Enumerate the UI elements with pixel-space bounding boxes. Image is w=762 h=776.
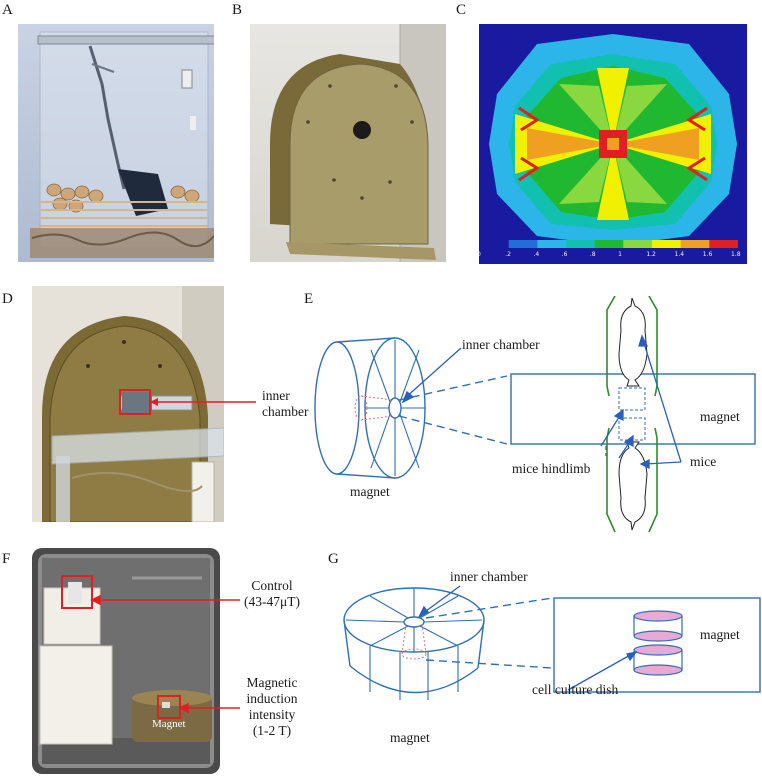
device-with-chamber-photo xyxy=(32,286,224,522)
panel-letter-f: F xyxy=(2,551,11,567)
panel-letter-g: G xyxy=(328,551,339,567)
f-control-label-line2: (43-47μT) xyxy=(244,594,300,609)
d-inner-chamber-label-line2: chamber xyxy=(262,404,309,419)
f-arrows xyxy=(90,594,240,714)
f-magnetic-label-line4: (1-2 T) xyxy=(252,723,292,738)
colorbar-tick-label: 1.6 xyxy=(702,251,713,258)
colorbar-segment xyxy=(652,240,682,248)
colorbar-tick-label: .8 xyxy=(589,251,596,258)
colorbar-segment xyxy=(537,240,567,248)
colorbar-tick-row: 0 .2 .4 .6 .8 1 1.2 1.4 1.6 1.8 xyxy=(477,250,742,262)
e-mice-label: mice xyxy=(690,454,717,469)
colorbar-segment xyxy=(566,240,596,248)
panel-letter-a: A xyxy=(2,2,13,18)
f-magnet-in-photo-label: Magnet xyxy=(152,718,186,730)
cage-photo xyxy=(18,24,214,262)
colorbar-tick-label: 1 xyxy=(618,251,622,258)
g-inner-chamber-label: inner chamber xyxy=(450,569,528,584)
magnetic-field-heatmap xyxy=(479,24,747,264)
f-control-label-line1: Control xyxy=(251,578,293,593)
colorbar-tick-label: 1.2 xyxy=(646,251,656,258)
f-magnetic-label-line3: intensity xyxy=(248,707,296,722)
panel-letter-e: E xyxy=(304,291,314,307)
colorbar-segment xyxy=(594,240,624,248)
magnet-device-photo xyxy=(250,24,446,262)
cell-dish-magnet-diagram xyxy=(343,585,761,700)
panel-letter-b: B xyxy=(232,2,243,18)
g-cell-culture-dish-label: cell culture dish xyxy=(532,682,619,697)
e-magnet-left-label: magnet xyxy=(350,484,390,499)
colorbar-tick-label: .4 xyxy=(533,251,540,258)
heatmap-colorbar xyxy=(480,240,738,248)
e-magnet-right-label: magnet xyxy=(700,409,740,424)
d-inner-chamber-label-line1: inner xyxy=(262,388,290,403)
colorbar-tick-label: 1.8 xyxy=(731,251,741,258)
g-magnet-bottom-label: magnet xyxy=(390,730,430,745)
colorbar-segment xyxy=(709,240,738,248)
f-magnetic-label-line2: induction xyxy=(246,691,298,706)
colorbar-tick-label: .2 xyxy=(505,251,511,258)
colorbar-segment xyxy=(508,240,538,248)
g-magnet-right-label: magnet xyxy=(700,627,740,642)
colorbar-tick-label: 1.4 xyxy=(674,251,685,258)
e-mice-hindlimb-label: mice hindlimb xyxy=(512,461,591,476)
f-magnetic-label-line1: Magnetic xyxy=(246,675,298,690)
mice-magnet-diagram xyxy=(314,296,756,533)
colorbar-tick-label: 0 xyxy=(477,251,481,258)
colorbar-segment xyxy=(623,240,653,248)
e-inner-chamber-label: inner chamber xyxy=(462,337,540,352)
panel-letter-c: C xyxy=(456,2,467,18)
d-annotation xyxy=(119,389,256,415)
colorbar-tick-label: .6 xyxy=(561,251,568,258)
incubator-photo xyxy=(32,548,220,774)
colorbar-segment xyxy=(480,240,510,248)
colorbar-segment xyxy=(680,240,710,248)
panel-letter-d: D xyxy=(2,291,13,307)
